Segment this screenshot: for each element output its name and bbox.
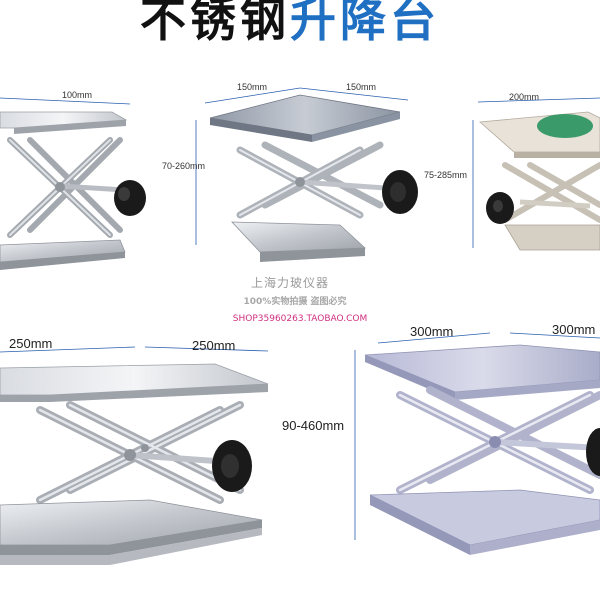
lift-table-200mm: [472, 97, 600, 251]
dimension-label-width: 200mm: [509, 92, 540, 102]
dimension-label-depth: 300mm: [552, 322, 596, 337]
dimension-label-height: 75-285mm: [424, 170, 468, 180]
dimension-line: [0, 97, 131, 105]
dimension-label-height: 90-460mm: [282, 418, 345, 433]
green-pad: [537, 114, 593, 138]
lift-table-150mm: [195, 87, 418, 262]
watermark-shop-name: 上海力玻仪器: [250, 276, 329, 290]
watermark-shop-url: SHOP35960263.TAOBAO.COM: [232, 314, 368, 324]
dimension-label-depth: 150mm: [346, 82, 377, 92]
dimension-label-depth: 250mm: [192, 338, 236, 353]
dimension-label-width: 250mm: [9, 336, 53, 351]
title-part-stainless: 不锈钢: [140, 0, 290, 47]
dimension-label-width: 300mm: [410, 324, 454, 339]
dimension-label-width: 100mm: [62, 90, 93, 100]
title-part-lift-table: 升降台: [290, 0, 440, 47]
lift-table-250mm: [0, 346, 269, 565]
lift-table-300mm: [354, 332, 600, 555]
lift-table-100mm: [0, 97, 146, 270]
watermark-notice: 100%实物拍摄 盗图必究: [243, 297, 347, 307]
dimension-label-width: 150mm: [237, 82, 268, 92]
dimension-label-height: 70-260mm: [162, 161, 206, 171]
page-title: 不锈钢升降台: [140, 0, 600, 47]
